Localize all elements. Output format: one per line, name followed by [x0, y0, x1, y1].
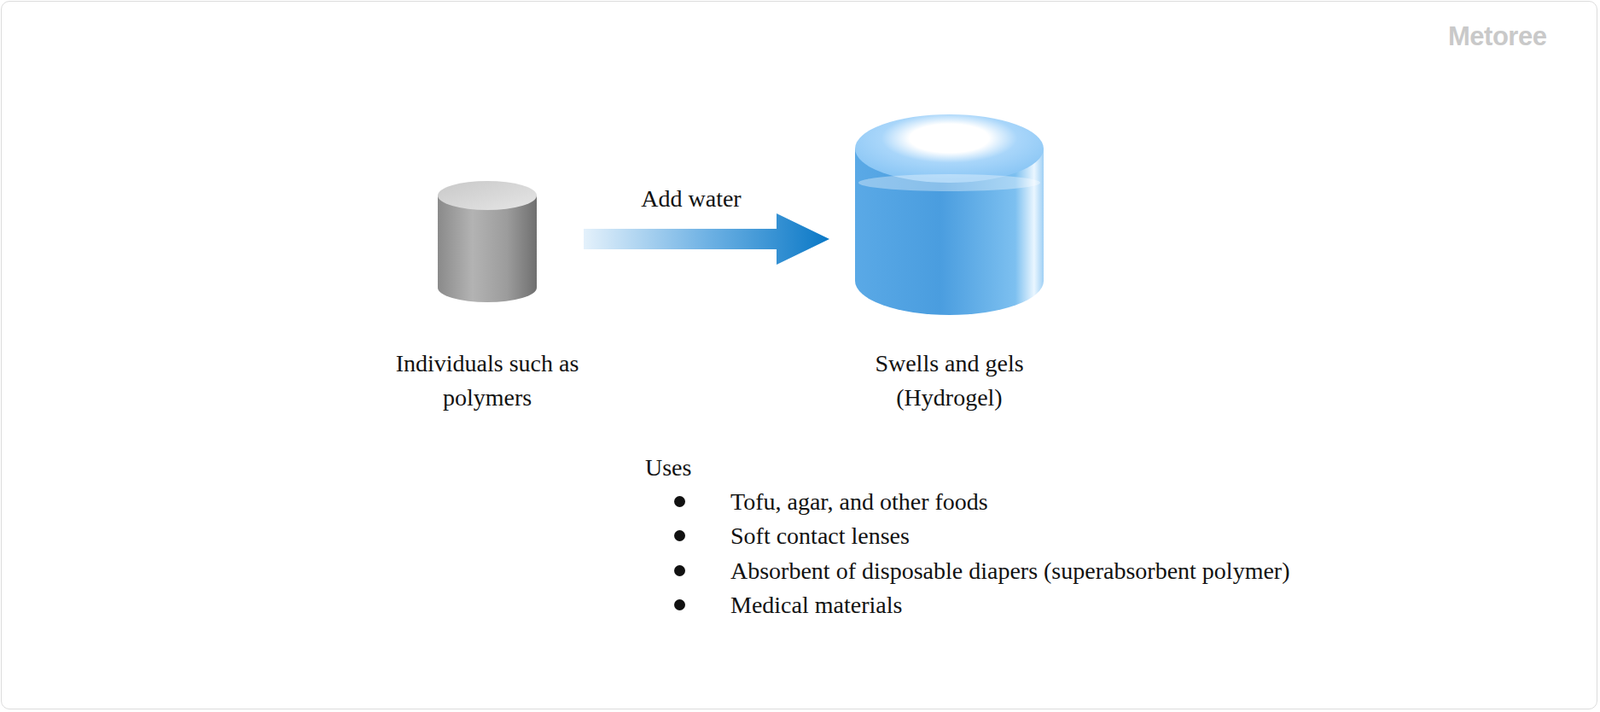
node-caption: Individuals such as polymers	[391, 346, 583, 415]
bullet-dot	[674, 564, 686, 576]
block-arrow	[583, 213, 830, 265]
cylinder-shape	[855, 114, 1044, 315]
watermark: Metoree	[1448, 19, 1547, 54]
hydrogel-cylinder: Swells and gels (Hydrogel)	[855, 114, 1044, 315]
node-caption: Swells and gels (Hydrogel)	[854, 346, 1046, 415]
use-item: Absorbent of disposable diapers (superab…	[730, 553, 1291, 588]
bullet-dot	[674, 495, 686, 507]
use-item: Medical materials	[730, 587, 902, 623]
cylinder-top	[855, 114, 1044, 183]
polymer-cylinder: Individuals such as polymers	[437, 180, 537, 303]
use-item: Soft contact lenses	[730, 518, 910, 553]
cylinder-body	[437, 195, 537, 303]
use-item: Tofu, agar, and other foods	[730, 484, 989, 519]
cylinder-top	[437, 180, 537, 210]
bullet-dot	[674, 599, 686, 611]
arrow-label: Add water	[640, 181, 741, 216]
bullet-dot	[674, 529, 686, 542]
uses-heading: Uses	[645, 450, 692, 485]
gel-highlight	[858, 174, 1041, 192]
cylinder-shape	[437, 180, 537, 303]
